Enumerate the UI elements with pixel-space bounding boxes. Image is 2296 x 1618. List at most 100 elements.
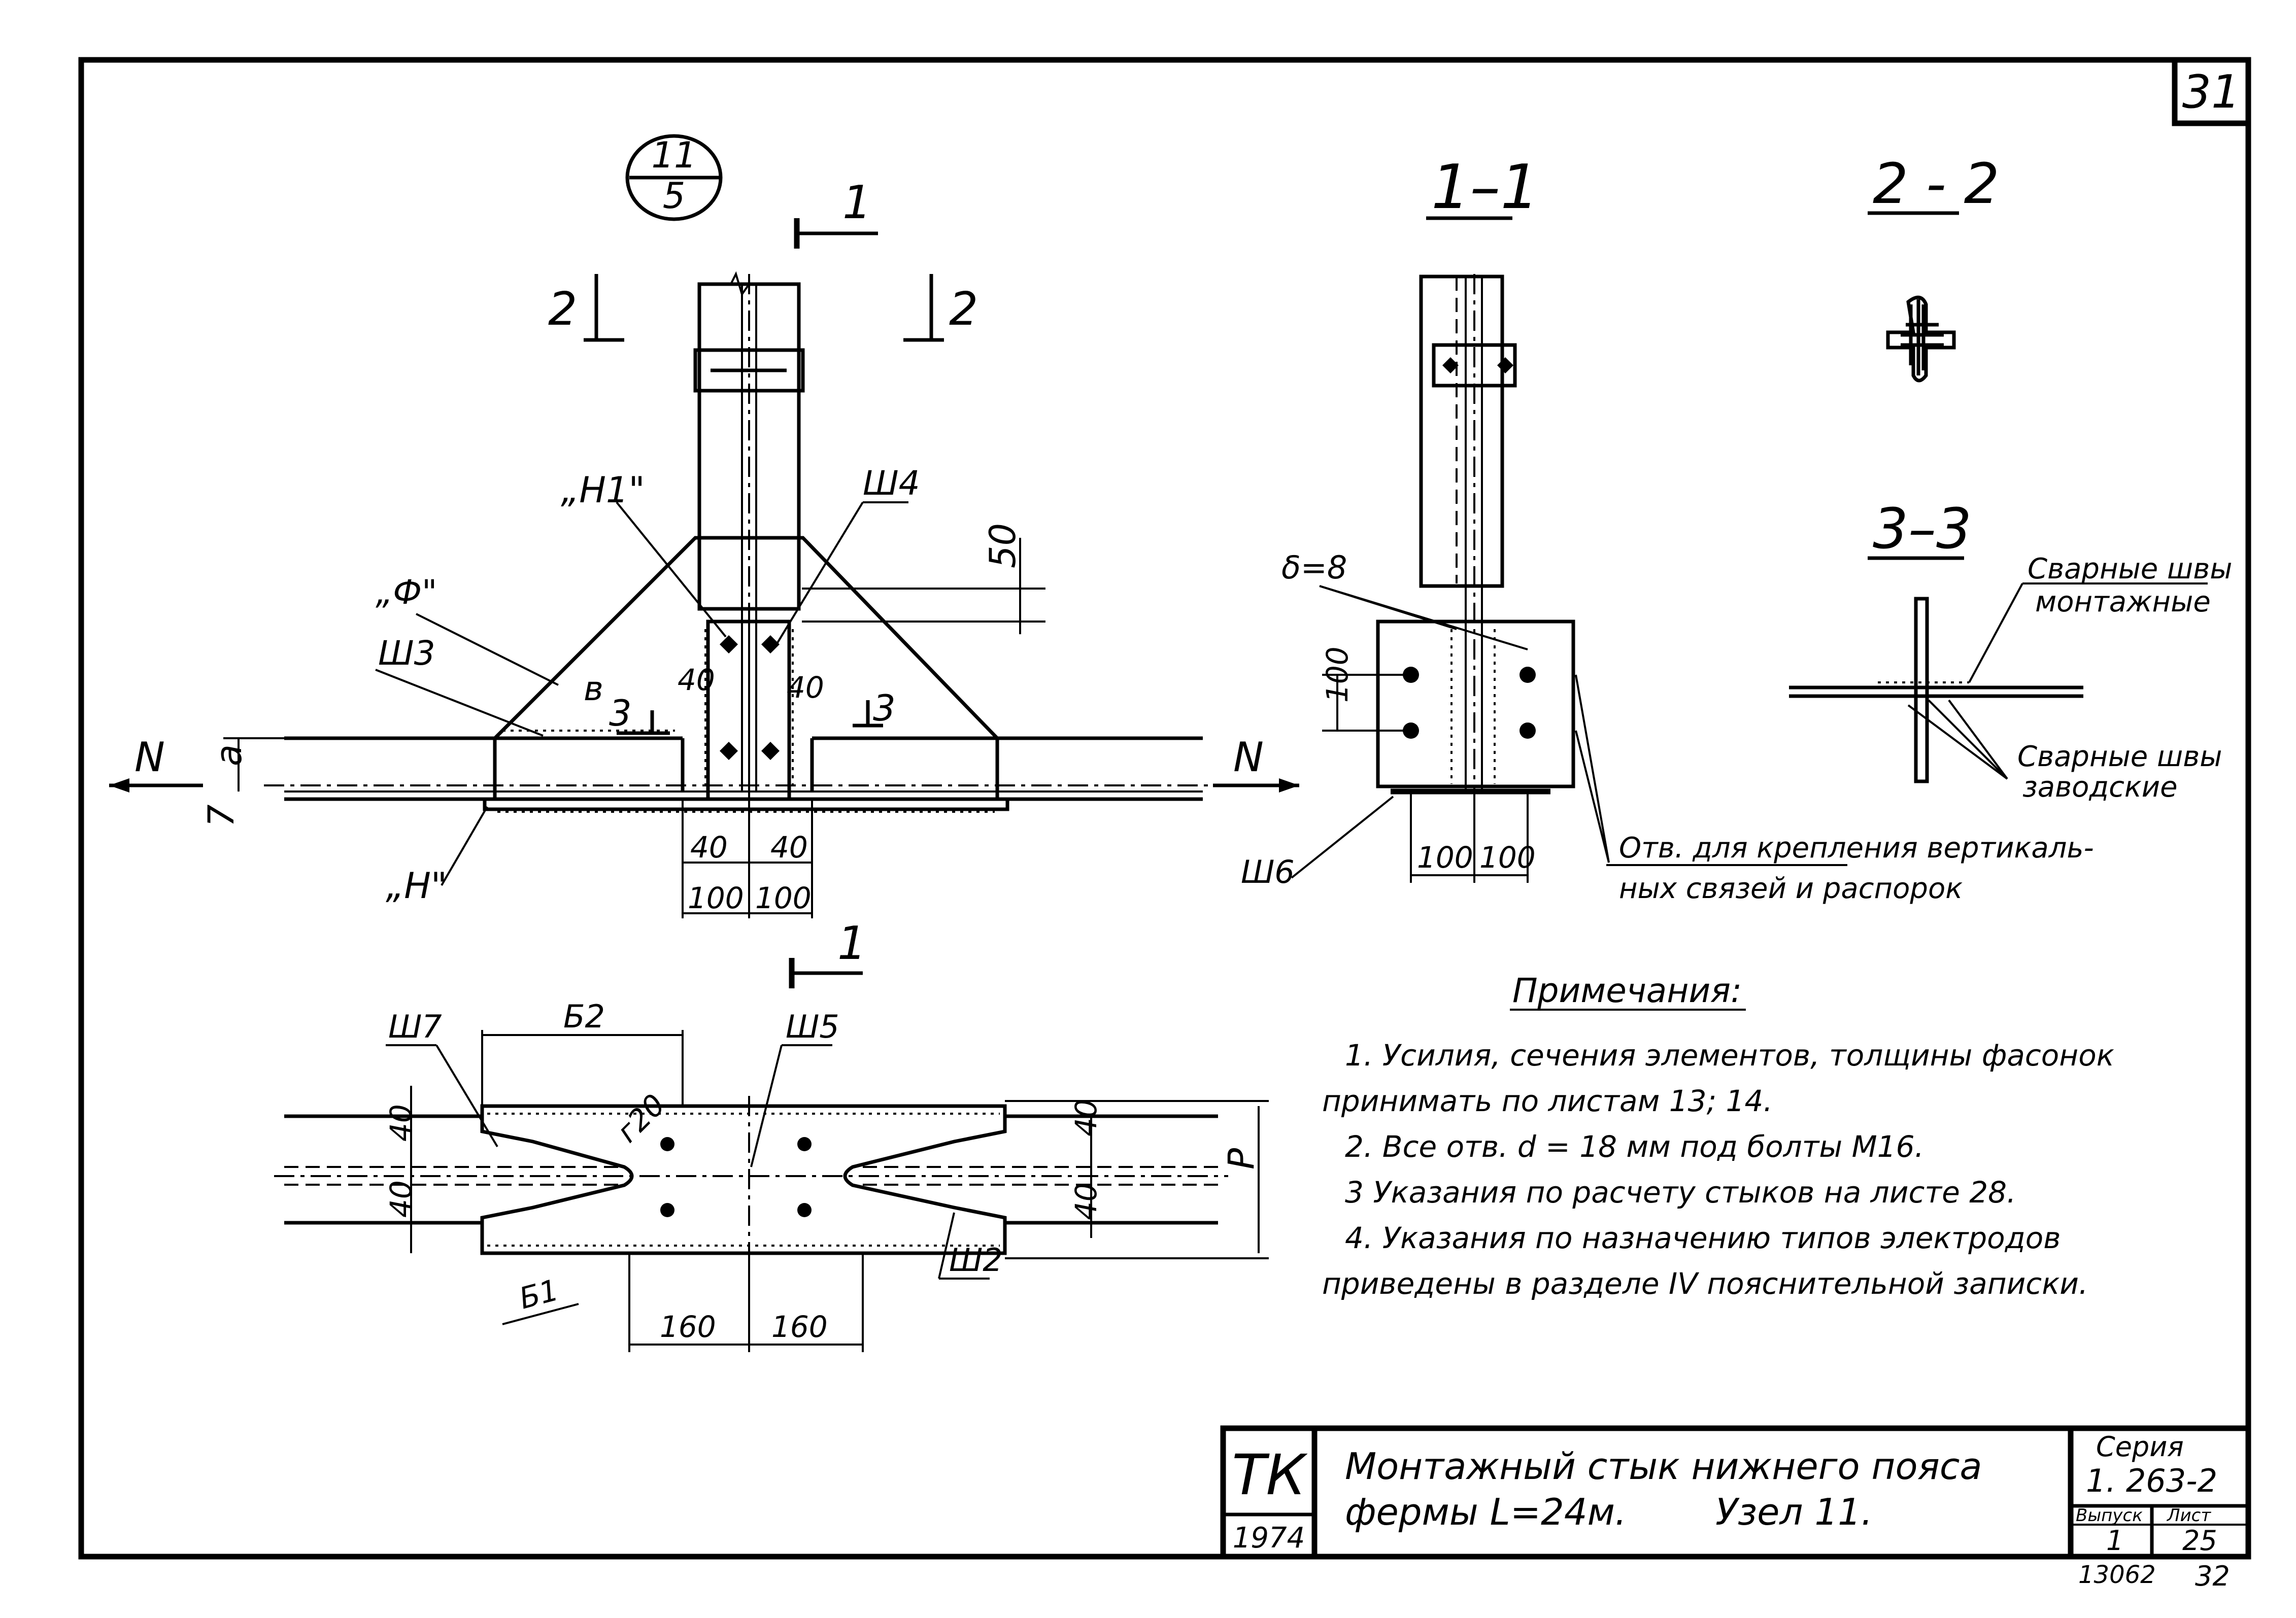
section-3-label-left: 3 [609,693,632,734]
main-elevation-view: 11 5 1 1 2 2 [109,134,1299,988]
series-value: 1. 263-2 [2086,1462,2217,1499]
leader-factory-welds-2 [1907,704,2008,780]
plan-splice-plate [480,1104,1007,1255]
bolt-diamond-1 [720,635,738,653]
s11-spacer-bolt-r [1497,357,1513,373]
dim-100-lower-right: 100 [755,881,812,915]
leader-sh2 [938,1212,955,1279]
notes-line-1: 1. Усилия, сечения элементов, толщины фа… [1345,1038,2114,1073]
label-f: „Ф" [376,573,437,612]
s33-vertical [1914,597,1929,783]
label-h: „Н" [386,865,447,907]
label-sh4: Ш4 [863,464,920,503]
s11-gusset [1376,619,1575,788]
bolt-diamond-3 [720,742,738,760]
label-sh2: Ш2 [949,1242,1003,1279]
leader-holes-2 [1575,730,1610,863]
section-3-3-view: 3–3 Сварные швы монтажные Сварные швы за… [1789,496,2233,804]
plan-dim-40-top-right: 40 [1069,1099,1103,1137]
sheet-number: 31 [2182,65,2241,119]
leader-sh6 [1291,796,1394,879]
notes-line-4: 3 Указания по расчету стыков на листе 28… [1345,1175,2016,1210]
title-block-frame [1220,1425,2251,1560]
leader-h [441,806,488,886]
label-delta8: δ=8 [1281,549,1347,586]
leader-sh7 [435,1044,498,1148]
footer-page: 32 [2195,1560,2230,1592]
s11-hole-4 [1520,722,1536,739]
dim-seven: 7 [200,804,242,827]
dim-50: 50 [982,523,1024,568]
notes-line-3: 2. Все отв. d = 18 мм под болты М16. [1345,1129,1924,1164]
section-2-label-left: 2 [548,283,577,336]
label-sh5: Ш5 [786,1008,839,1045]
leader-sh5 [750,1045,783,1167]
leader-holes-1 [1575,674,1610,863]
bolt-diamond-2 [761,635,780,653]
issue-label: Выпуск [2076,1505,2143,1526]
sheet-label: Лист [2166,1505,2211,1526]
sheet-number-box [2172,57,2251,126]
plan-hole-1 [660,1137,674,1151]
dim-b2: Б2 [563,998,605,1035]
plan-dim-40-bot-right: 40 [1069,1183,1103,1220]
label-h1: „Н1" [561,469,645,511]
notes-block: Примечания: 1. Усилия, сечения элементов… [1322,971,2114,1301]
title-org: ТК [1232,1442,1308,1507]
title-line-2: фермы L=24м. [1345,1491,1627,1533]
title-block: ТК 1974 Монтажный стык нижнего пояса фер… [1220,1425,2251,1560]
bolt-diamond-4 [761,742,780,760]
title-line-1: Монтажный стык нижнего пояса [1345,1445,1982,1488]
section-2-2-title: 2 - 2 [1873,151,2000,216]
dim-100-vertical: 100 [1320,646,1355,703]
dim-p: Р [1221,1148,1262,1169]
leader-sh3 [375,669,544,737]
dim-40-lower-left: 40 [690,830,728,865]
field-welds-line-2: монтажные [2035,586,2211,618]
label-sh3: Ш3 [378,634,435,673]
section-1-1-title: 1–1 [1431,152,1539,223]
footer-inventory: 13062 [2078,1561,2156,1589]
label-b: в [584,669,603,708]
cross-section-2-2 [1901,299,1944,375]
dim-b1-line [502,1303,579,1325]
n-label-right: N [1233,734,1264,781]
section-2-2-view: 2 - 2 [1868,151,2000,383]
s11-vertical-member [1419,274,1504,588]
section-1-1-view: 1–1 δ=8 100 100 100 Ш6 [1241,152,2094,905]
plan-hole-2 [797,1137,812,1151]
notes-line-2: принимать по листам 13; 14. [1322,1084,1773,1118]
plan-dim-40-top-left: 40 [384,1104,418,1142]
node-callout-bottom: 5 [663,175,686,217]
vertical-break-line [699,271,799,297]
leader-sh4 [775,501,864,645]
section-2-label-right: 2 [949,283,978,336]
dim-100-s11-right: 100 [1479,840,1536,875]
cross-section-2-2-outline [1886,295,1956,383]
title-node: Узел 11. [1715,1491,1873,1533]
leader-f [416,613,559,686]
section-3-label-right: 3 [873,687,896,729]
splice-plate-h [483,797,1009,811]
s11-spacer [1432,343,1517,388]
issue-value: 1 [2106,1525,2123,1557]
field-welds-line-1: Сварные швы [2028,553,2233,586]
notes-line-5: 4. Указания по назначению типов электрод… [1345,1221,2061,1255]
outer-frame [78,57,2251,1560]
node-callout-top: 11 [651,134,696,176]
dim-a: а [208,744,250,766]
plan-hole-3 [660,1203,674,1217]
node-callout-circle [625,134,723,221]
dim-160-right: 160 [771,1310,828,1344]
label-sh6: Ш6 [1241,853,1295,890]
holes-note-line-2: ных связей и распорок [1619,872,1963,905]
dim-100-lower-left: 100 [688,881,744,915]
s11-hole-2 [1520,667,1536,683]
spacer-plate [693,348,805,393]
factory-welds-line-2: заводские [2022,771,2178,804]
dim-40-upper-left: 40 [678,663,715,697]
leader-delta8-b [1319,585,1528,650]
dim-160-left: 160 [660,1310,716,1344]
dim-100-s11-left: 100 [1417,840,1473,875]
n-arrow-right-head [1279,778,1299,793]
